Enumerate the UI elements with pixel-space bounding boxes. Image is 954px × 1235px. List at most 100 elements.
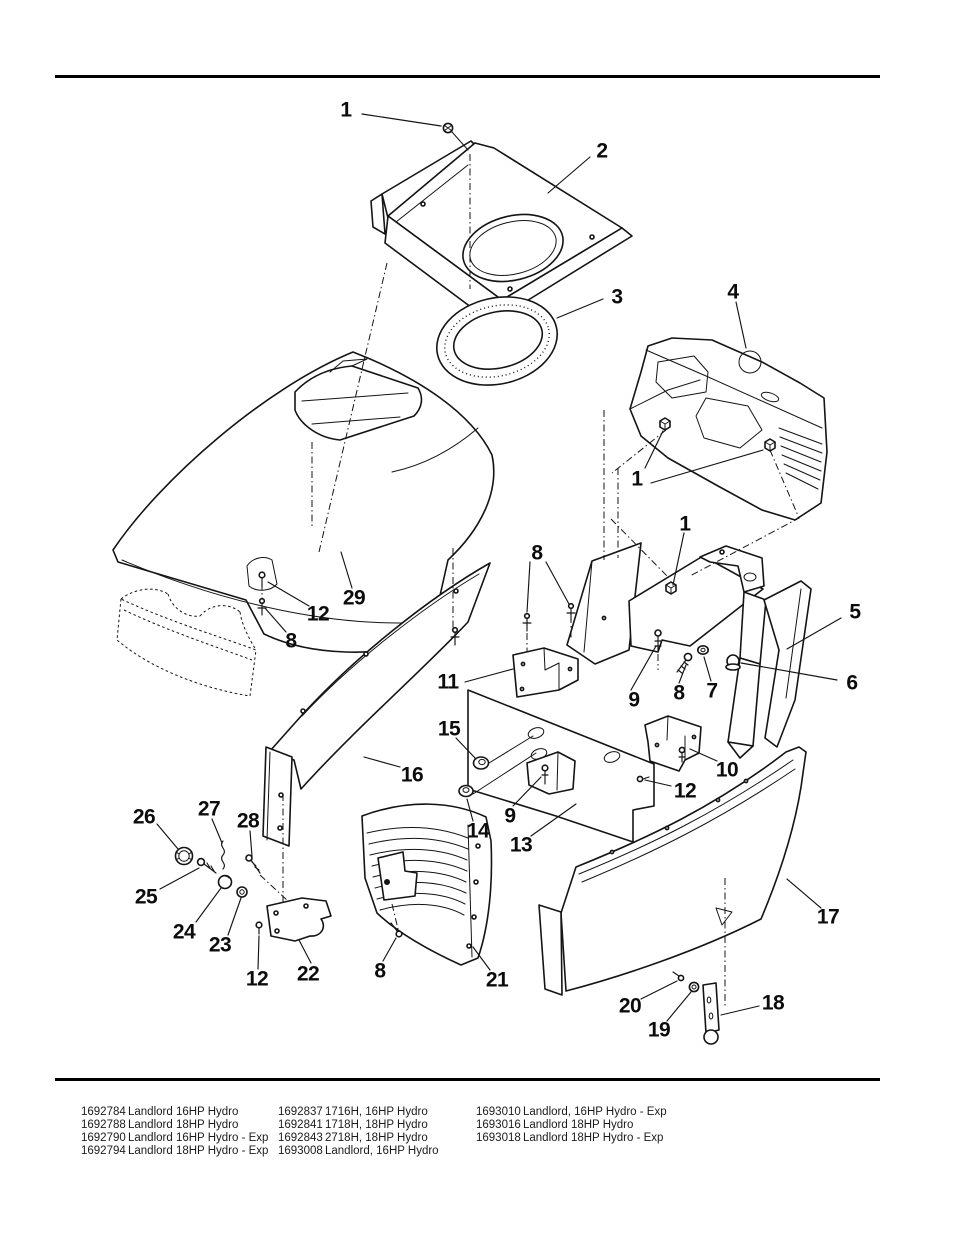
model-number: 1692784 [81,1106,126,1118]
headlight-bezel [116,588,257,697]
rivet-12b [636,775,650,783]
rivet-8b [566,602,576,622]
callout-21: 21 [485,968,509,992]
callout-8: 8 [673,681,685,705]
model-number: 1692843 [278,1131,323,1144]
screw-8f [390,922,403,938]
screw-9a [654,629,662,653]
part-10-bracket [644,715,702,772]
callout-12: 12 [245,967,269,991]
model-desc: Landlord 18HP Hydro - Exp [128,1144,269,1157]
washer-7 [696,644,709,655]
model-desc: Landlord 16HP Hydro [128,1106,239,1118]
firewall-panel [566,542,767,759]
part-18-strap [702,982,720,1045]
callout-28: 28 [236,809,260,833]
callout-1: 1 [679,512,691,536]
callout-25: 25 [134,885,158,909]
clip-27 [221,840,225,870]
washer-23 [236,886,248,898]
model-desc: 1718H, 18HP Hydro [325,1118,428,1131]
screw-28 [245,854,289,902]
callout-7: 7 [706,679,718,703]
knob-26 [174,846,194,866]
part-13-support-plate [467,689,655,843]
callout-22: 22 [296,962,320,986]
callout-9: 9 [628,688,640,712]
model-number: 1693016 [476,1118,521,1131]
callout-4: 4 [727,280,739,304]
callout-5: 5 [849,600,861,624]
callout-14: 14 [466,819,490,843]
model-desc: Landlord, 16HP Hydro [325,1144,439,1157]
grommet-15 [472,756,490,770]
callout-9: 9 [504,804,516,828]
cap-nut-6 [725,654,741,671]
part-4-dash-console [629,337,828,521]
callout-12: 12 [673,779,697,803]
callout-19: 19 [647,1018,671,1042]
callout-18: 18 [761,991,785,1015]
callout-8: 8 [531,541,543,565]
callout-20: 20 [618,994,642,1018]
callout-8: 8 [285,629,297,653]
fasteners [174,122,776,1045]
callout-2: 2 [596,139,608,163]
part-21-grille [361,803,493,966]
callout-24: 24 [172,920,196,944]
callout-3: 3 [611,285,623,309]
part-2-heat-shield [370,140,633,329]
part-5-rear-panel [763,580,812,748]
callout-27: 27 [197,797,221,821]
model-desc: 2718H, 18HP Hydro [325,1131,428,1144]
rivet-8a [522,612,532,632]
model-desc: Landlord 18HP Hydro [523,1118,634,1131]
callout-16: 16 [400,763,424,787]
callout-1: 1 [340,98,352,122]
screw-9b [541,764,549,785]
model-number: 1693010 [476,1106,521,1118]
part-3-foam-ring [435,296,559,386]
part-16-side-panel [262,562,491,847]
part-11-bracket [512,647,579,698]
top-rule [55,75,880,78]
clip-nut-1c [665,581,677,595]
callout-29: 29 [342,586,366,610]
callout-23: 23 [208,933,232,957]
leader-lines [156,113,842,1022]
clip-nut-1b [764,438,776,452]
model-number: 1692788 [81,1118,126,1131]
callout-13: 13 [509,833,533,857]
callout-17: 17 [816,905,840,929]
model-number: 1693018 [476,1131,521,1144]
push-nut-1 [442,122,454,134]
callout-15: 15 [437,717,461,741]
model-desc: Landlord, 16HP Hydro - Exp [523,1106,667,1118]
part-17-side-panel [538,746,807,996]
screw-12c [255,921,263,935]
screw-10 [678,746,686,763]
callout-26: 26 [132,805,156,829]
model-number: 1693008 [278,1144,323,1157]
bolt-8e [676,652,693,674]
model-desc: Landlord 18HP Hydro - Exp [523,1131,664,1144]
model-number: 1692837 [278,1106,323,1118]
screw-20 [672,971,685,982]
callout-12: 12 [306,602,330,626]
model-desc: Landlord 16HP Hydro - Exp [128,1131,269,1144]
model-number: 1692790 [81,1131,126,1144]
ball-24 [217,874,233,890]
